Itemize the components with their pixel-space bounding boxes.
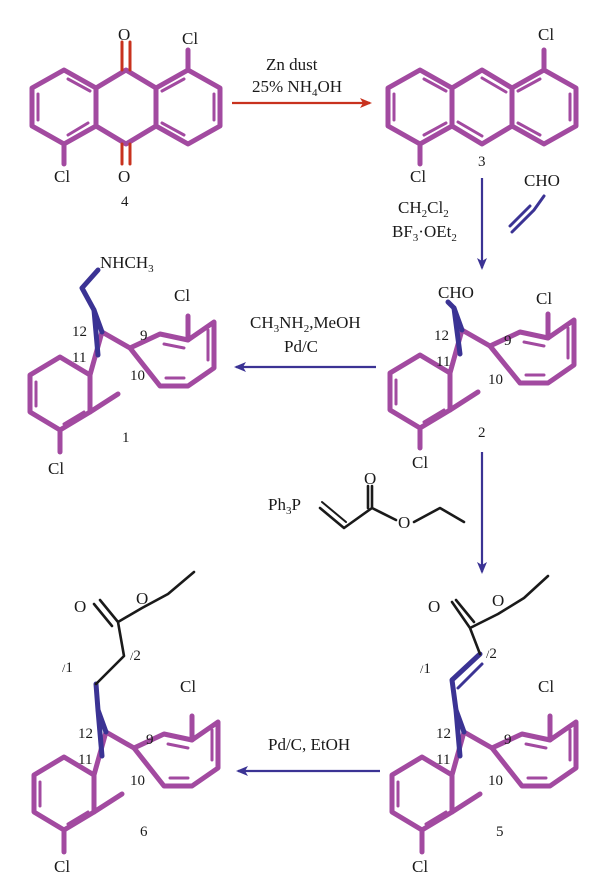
position-9-on-1: 9 <box>140 328 148 344</box>
arrow-2-to-1: CH3NH2,MeOH Pd/C <box>234 313 376 372</box>
position-10-on-6: 10 <box>130 773 145 789</box>
compound-5-unsaturated-ester: O O Cl Cl /1 /2 12 9 11 10 5 <box>389 574 579 876</box>
oxygen-bottom-4: O <box>118 167 130 186</box>
wittig-carbonyl-oxygen: O <box>364 469 376 488</box>
compound-1-amine: NHCH3 Cl Cl 12 9 11 10 1 <box>27 253 217 478</box>
position-9-on-2: 9 <box>504 333 512 349</box>
reagent-pd-c-etoh: Pd/C, EtOH <box>268 735 350 754</box>
position-2-prime-on-6: /2 <box>130 648 141 664</box>
wittig-ph3p-label: Ph3P <box>268 495 301 517</box>
arrow-3-to-2: CH2Cl2 BF3·OEt2 CHO <box>392 171 560 270</box>
position-9-on-5: 9 <box>504 732 512 748</box>
arrow-2-to-5: Ph3P O O <box>268 452 487 574</box>
compound-number-5: 5 <box>496 824 504 840</box>
reagent-zn-dust: Zn dust <box>266 55 318 74</box>
compound-number-1: 1 <box>122 430 130 446</box>
position-12-on-1: 12 <box>72 324 87 340</box>
wittig-ester-oxygen: O <box>398 513 410 532</box>
ester-oxygen-6: O <box>136 589 148 608</box>
reagent-pd-c-1: Pd/C <box>284 337 318 356</box>
compound-number-4: 4 <box>121 194 129 210</box>
chlorine-bottom-1: Cl <box>48 459 64 478</box>
compound-number-6: 6 <box>140 824 148 840</box>
chlorine-top-3: Cl <box>538 25 554 44</box>
compound-2-aldehyde-adduct: CHO Cl Cl 12 9 11 10 2 <box>387 283 577 472</box>
compound-6-saturated-ester: O O Cl Cl /1 /2 12 9 11 10 6 <box>31 570 221 876</box>
position-11-on-5: 11 <box>436 752 450 768</box>
compound-3-dichloroanthracene: Cl Cl 3 <box>385 25 579 186</box>
position-1-prime-on-5: /1 <box>420 661 431 677</box>
reagent-ch2cl2: CH2Cl2 <box>398 198 449 220</box>
acrolein-structure <box>508 194 546 234</box>
oxygen-top-4: O <box>118 25 130 44</box>
carbonyl-oxygen-5: O <box>428 597 440 616</box>
position-10-on-2: 10 <box>488 372 503 388</box>
position-11-on-2: 11 <box>436 354 450 370</box>
chlorine-top-4: Cl <box>182 29 198 48</box>
chlorine-bottom-5: Cl <box>412 857 428 876</box>
reagent-methylamine: CH3NH2,MeOH <box>250 313 361 335</box>
chlorine-bottom-2: Cl <box>412 453 428 472</box>
position-12-on-5: 12 <box>436 726 451 742</box>
compound-number-3: 3 <box>478 154 486 170</box>
position-2-prime-on-5: /2 <box>486 646 497 662</box>
chlorine-top-1: Cl <box>174 286 190 305</box>
chlorine-top-2: Cl <box>536 289 552 308</box>
acrolein-cho: CHO <box>524 171 560 190</box>
position-1-prime-on-6: /1 <box>62 660 73 676</box>
position-11-on-6: 11 <box>78 752 92 768</box>
position-12-on-2: 12 <box>434 328 449 344</box>
methylamino-group-1: NHCH3 <box>100 253 154 275</box>
position-10-on-5: 10 <box>488 773 503 789</box>
chlorine-top-5: Cl <box>538 677 554 696</box>
position-10-on-1: 10 <box>130 368 145 384</box>
reagent-nh4oh: 25% NH4OH <box>252 77 342 99</box>
compound-4-dichloroanthraquinone: O O Cl Cl 4 <box>29 25 223 210</box>
chlorine-bottom-3: Cl <box>410 167 426 186</box>
compound-number-2: 2 <box>478 425 486 441</box>
aldehyde-cho-2: CHO <box>438 283 474 302</box>
chlorine-bottom-6: Cl <box>54 857 70 876</box>
chlorine-bottom-4: Cl <box>54 167 70 186</box>
position-12-on-6: 12 <box>78 726 93 742</box>
reagent-bf3-oet2: BF3·OEt2 <box>392 222 457 244</box>
ester-oxygen-5: O <box>492 591 504 610</box>
chlorine-top-6: Cl <box>180 677 196 696</box>
arrow-4-to-3: Zn dust 25% NH4OH <box>232 55 372 108</box>
wittig-reagent: Ph3P O O <box>268 469 466 532</box>
position-9-on-6: 9 <box>146 732 154 748</box>
carbonyl-oxygen-6: O <box>74 597 86 616</box>
position-11-on-1: 11 <box>72 350 86 366</box>
arrow-5-to-6: Pd/C, EtOH <box>236 735 380 776</box>
